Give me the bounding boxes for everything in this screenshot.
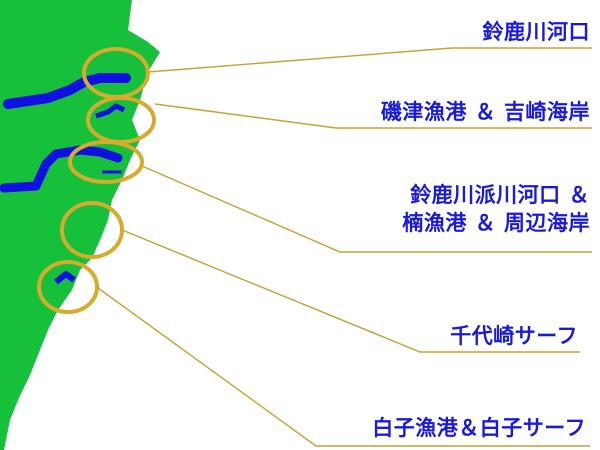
marker-suzuka-branch-kusu xyxy=(68,140,144,184)
leader-line-suzuka-branch xyxy=(141,165,592,253)
marker-shiroko xyxy=(37,260,99,314)
label-suzuka-branch-line1: 鈴鹿川派川河口 ＆ xyxy=(410,183,590,207)
leader-line-chiyozaki xyxy=(121,229,580,353)
label-suzuka-branch-line2: 楠漁港 ＆ 周辺海岸 xyxy=(402,211,590,235)
land-area xyxy=(0,0,160,450)
leader-line-suzuka xyxy=(147,47,592,73)
label-suzuka-branch-kusu: 鈴鹿川派川河口 ＆ 楠漁港 ＆ 周辺海岸 xyxy=(402,181,590,237)
leader-line-isozu xyxy=(154,103,592,129)
leader-line-shiroko xyxy=(97,287,590,447)
shiroko-inlet xyxy=(54,271,76,285)
label-isozu-yoshizaki: 磯津漁港 ＆ 吉崎海岸 xyxy=(380,100,590,124)
suzuka-river xyxy=(3,73,131,109)
suzuka-branch-river xyxy=(0,145,123,193)
label-shiroko: 白子漁港＆白子サーフ xyxy=(372,416,586,440)
label-chiyozaki: 千代崎サーフ xyxy=(450,324,578,348)
label-suzuka-river-mouth: 鈴鹿川河口 xyxy=(482,20,590,44)
marker-chiyozaki xyxy=(60,201,124,259)
isozu-river xyxy=(95,103,126,119)
